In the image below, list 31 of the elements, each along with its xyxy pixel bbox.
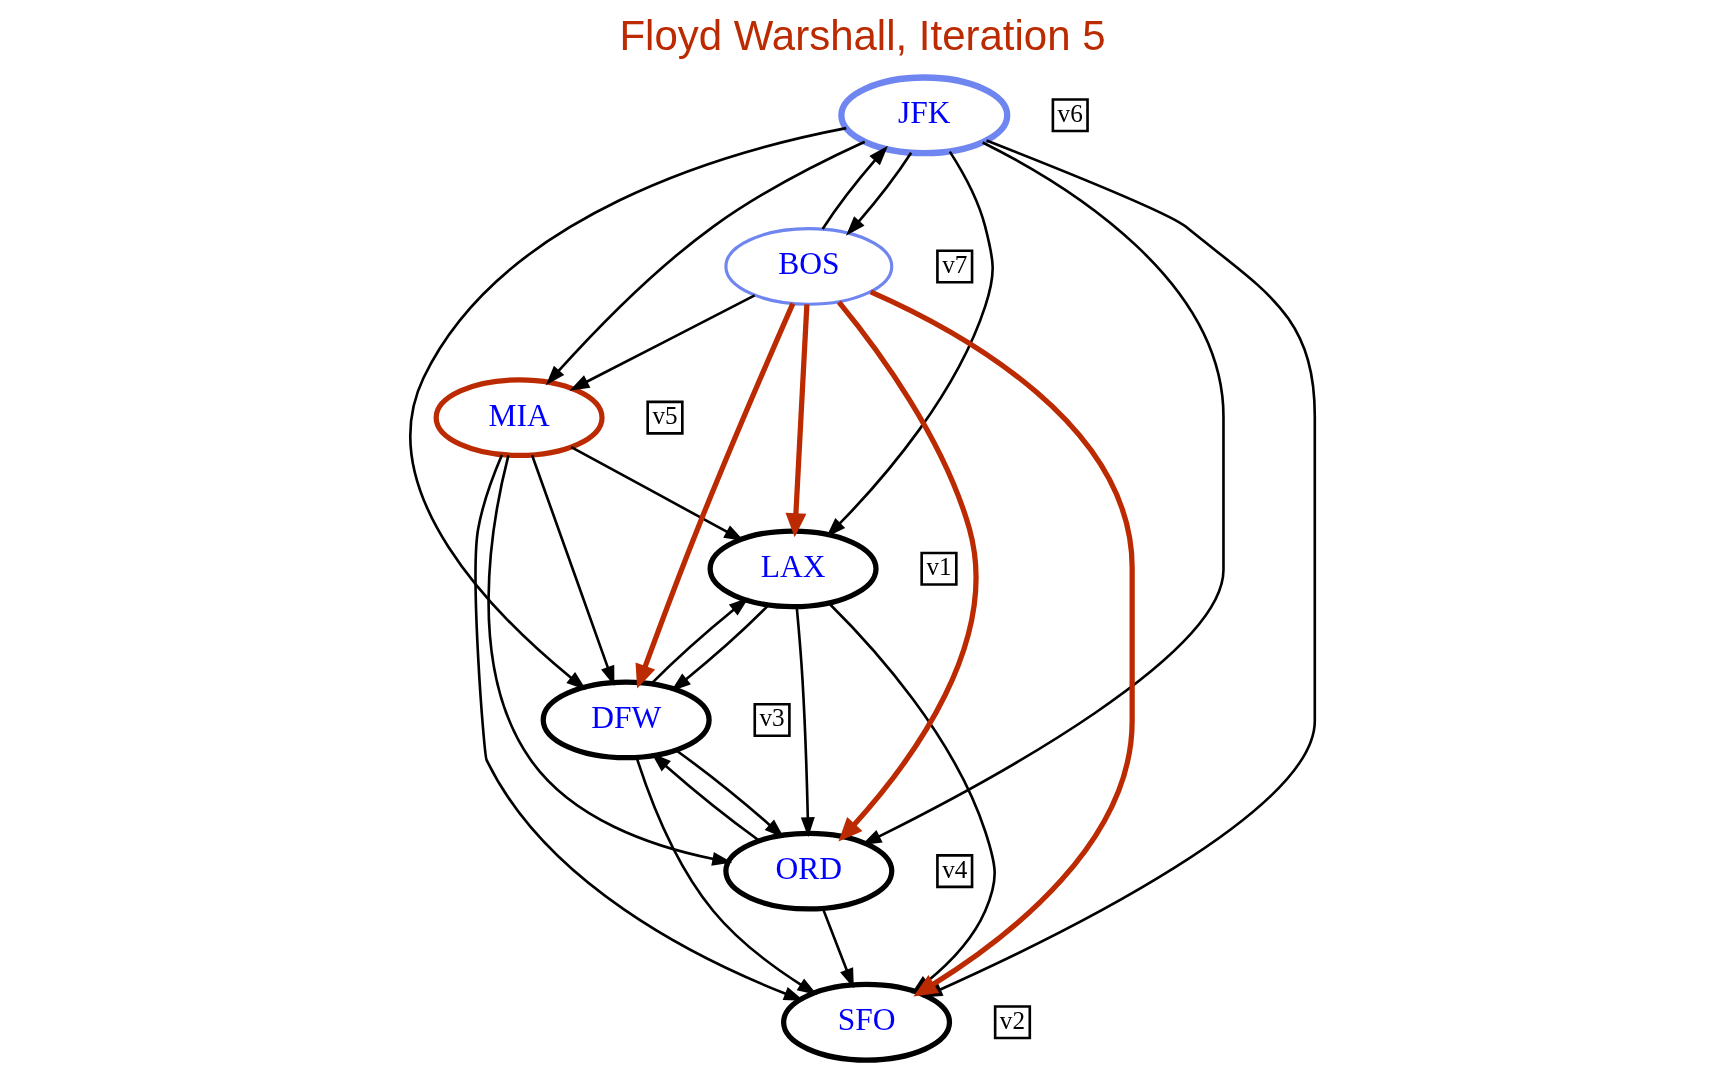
arrow — [670, 604, 770, 692]
node-ellipse: DFW — [540, 679, 712, 761]
node-ellipse: JFK — [838, 74, 1011, 157]
arrow — [409, 126, 847, 690]
diagram-title: Floyd Warshall, Iteration 5 — [619, 12, 1106, 60]
node-ellipse: LAX — [707, 528, 879, 610]
node-label: v4 — [942, 855, 968, 883]
arrow — [650, 597, 749, 685]
arrow — [795, 606, 815, 838]
arrow — [826, 150, 994, 538]
node-label: v6 — [1057, 99, 1083, 127]
node-ellipse: BOS — [724, 227, 894, 306]
arrow — [785, 304, 810, 538]
node-label: v7 — [942, 250, 968, 278]
arrow — [846, 152, 913, 236]
node-label: v2 — [999, 1006, 1026, 1034]
node-label: v5 — [652, 402, 678, 430]
node-label: v3 — [759, 704, 785, 732]
node-label: v1 — [926, 553, 952, 581]
arrow — [530, 454, 615, 686]
arrow — [821, 908, 854, 989]
arrow — [545, 140, 866, 386]
arrow — [474, 454, 804, 1001]
arrow — [635, 757, 818, 995]
arrow — [675, 749, 785, 839]
arrow — [821, 145, 888, 230]
arrow — [487, 455, 733, 866]
arrow — [836, 300, 979, 842]
arrow — [569, 294, 756, 391]
arrow — [651, 752, 761, 842]
arrow — [635, 302, 796, 689]
